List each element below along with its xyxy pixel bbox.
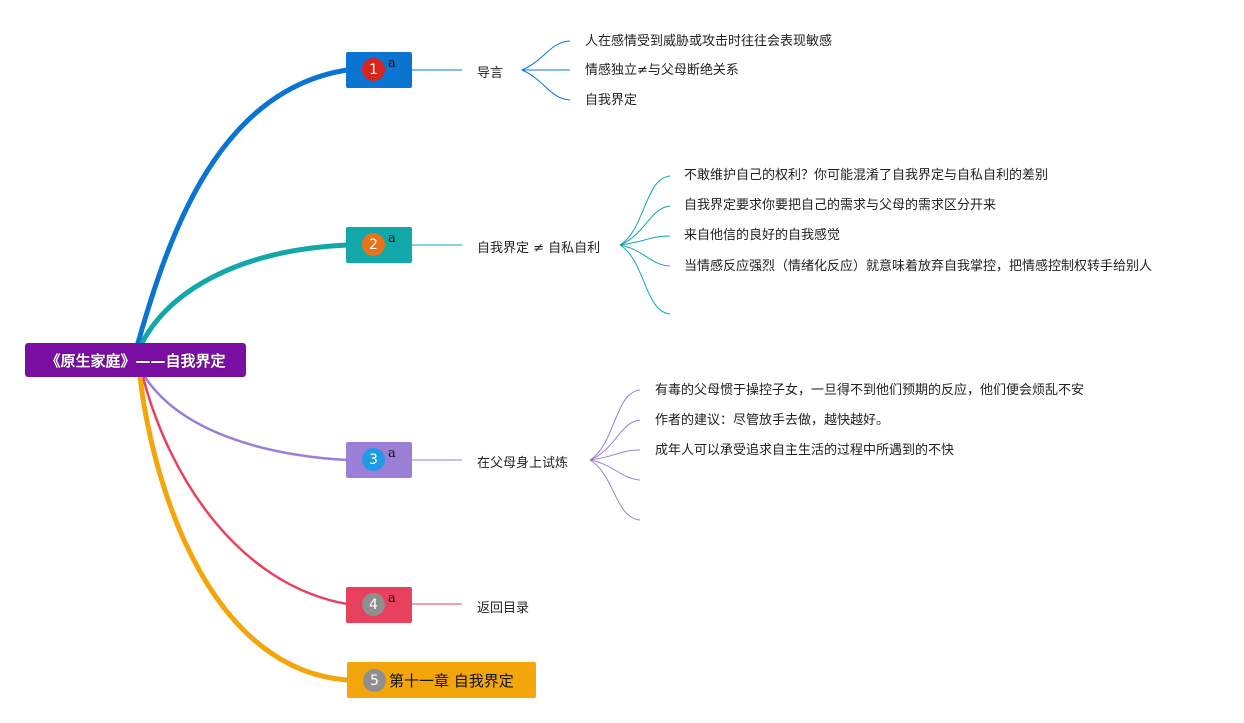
link-root-branch-1 xyxy=(135,67,350,346)
topic-2-leaf-2[interactable]: 自我界定要求你要把自己的需求与父母的需求区分开来 xyxy=(684,198,997,213)
topic-3-leaf-3[interactable]: 成年人可以承受追求自主生活的过程中所遇到的不快 xyxy=(655,443,955,458)
link-root-branch-2 xyxy=(139,242,350,346)
branch-node-5[interactable]: 5 第十一章 自我界定 xyxy=(347,662,536,698)
root-node[interactable]: 《原生家庭》——自我界定 xyxy=(25,343,246,377)
link-topic-2-leaf-3 xyxy=(619,235,671,246)
link-topic-1-leaf-1 xyxy=(521,40,571,71)
topic-1[interactable]: 导言 xyxy=(477,66,504,81)
branch-5-number-badge: 5 xyxy=(363,669,386,692)
link-topic-3-leaf-1 xyxy=(589,389,641,461)
link-topic-2-leaf-2 xyxy=(619,205,671,246)
link-topic-3-leaf-3 xyxy=(589,449,641,461)
branch-1-suffix: a xyxy=(388,56,396,71)
topic-3[interactable]: 在父母身上试炼 xyxy=(477,456,569,471)
branch-2-suffix: a xyxy=(388,231,396,246)
link-topic-3-leaf-5 xyxy=(589,459,641,521)
topic-3-leaf-2[interactable]: 作者的建议：尽管放手去做，越快越好。 xyxy=(655,413,890,428)
link-root-branch-3 xyxy=(143,375,349,462)
branch-node-3[interactable]: 3 a xyxy=(346,442,412,478)
link-root-branch-4 xyxy=(141,375,349,606)
link-topic-3-leaf-2 xyxy=(589,419,641,461)
branch-node-1[interactable]: 1 a xyxy=(346,52,412,88)
topic-1-leaf-2[interactable]: 情感独立≠与父母断绝关系 xyxy=(585,63,739,78)
link-topic-2-leaf-1 xyxy=(619,175,671,246)
branch-1-number-badge: 1 xyxy=(362,58,385,81)
topic-1-leaf-3[interactable]: 自我界定 xyxy=(585,93,638,108)
topic-2-leaf-3[interactable]: 来自他信的良好的自我感觉 xyxy=(684,228,841,243)
branch-3-number-badge: 3 xyxy=(362,448,385,471)
link-root-branch-5 xyxy=(137,374,350,683)
link-topic-3-leaf-4 xyxy=(589,459,641,481)
root-label: 《原生家庭》——自我界定 xyxy=(45,351,226,370)
topic-2-leaf-4[interactable]: 当情感反应强烈（情绪化反应）就意味着放弃自我掌控，把情感控制权转手给别人 xyxy=(684,259,1153,274)
topic-1-leaf-1[interactable]: 人在感情受到威胁或攻击时往往会表现敏感 xyxy=(585,34,833,49)
branch-node-4[interactable]: 4 a xyxy=(346,587,412,623)
link-topic-2-leaf-4 xyxy=(619,244,671,267)
link-topic-1-leaf-3 xyxy=(521,69,571,101)
topic-3-leaf-1[interactable]: 有毒的父母惯于操控子女，一旦得不到他们预期的反应，他们便会烦乱不安 xyxy=(655,383,1085,398)
topic-2-leaf-1[interactable]: 不敢维护自己的权利？你可能混淆了自我界定与自私自利的差别 xyxy=(684,168,1049,183)
topic-4-return-to-contents[interactable]: 返回目录 xyxy=(477,601,530,616)
link-topic-2-leaf-5 xyxy=(619,244,671,315)
branch-5-label: 第十一章 自我界定 xyxy=(389,672,514,690)
branch-node-2[interactable]: 2 a xyxy=(346,227,412,263)
branch-4-suffix: a xyxy=(388,591,396,606)
branch-3-suffix: a xyxy=(388,446,396,461)
branch-2-number-badge: 2 xyxy=(362,233,385,256)
topic-2[interactable]: 自我界定 ≠ 自私自利 xyxy=(477,241,601,256)
branch-4-number-badge: 4 xyxy=(362,593,385,616)
